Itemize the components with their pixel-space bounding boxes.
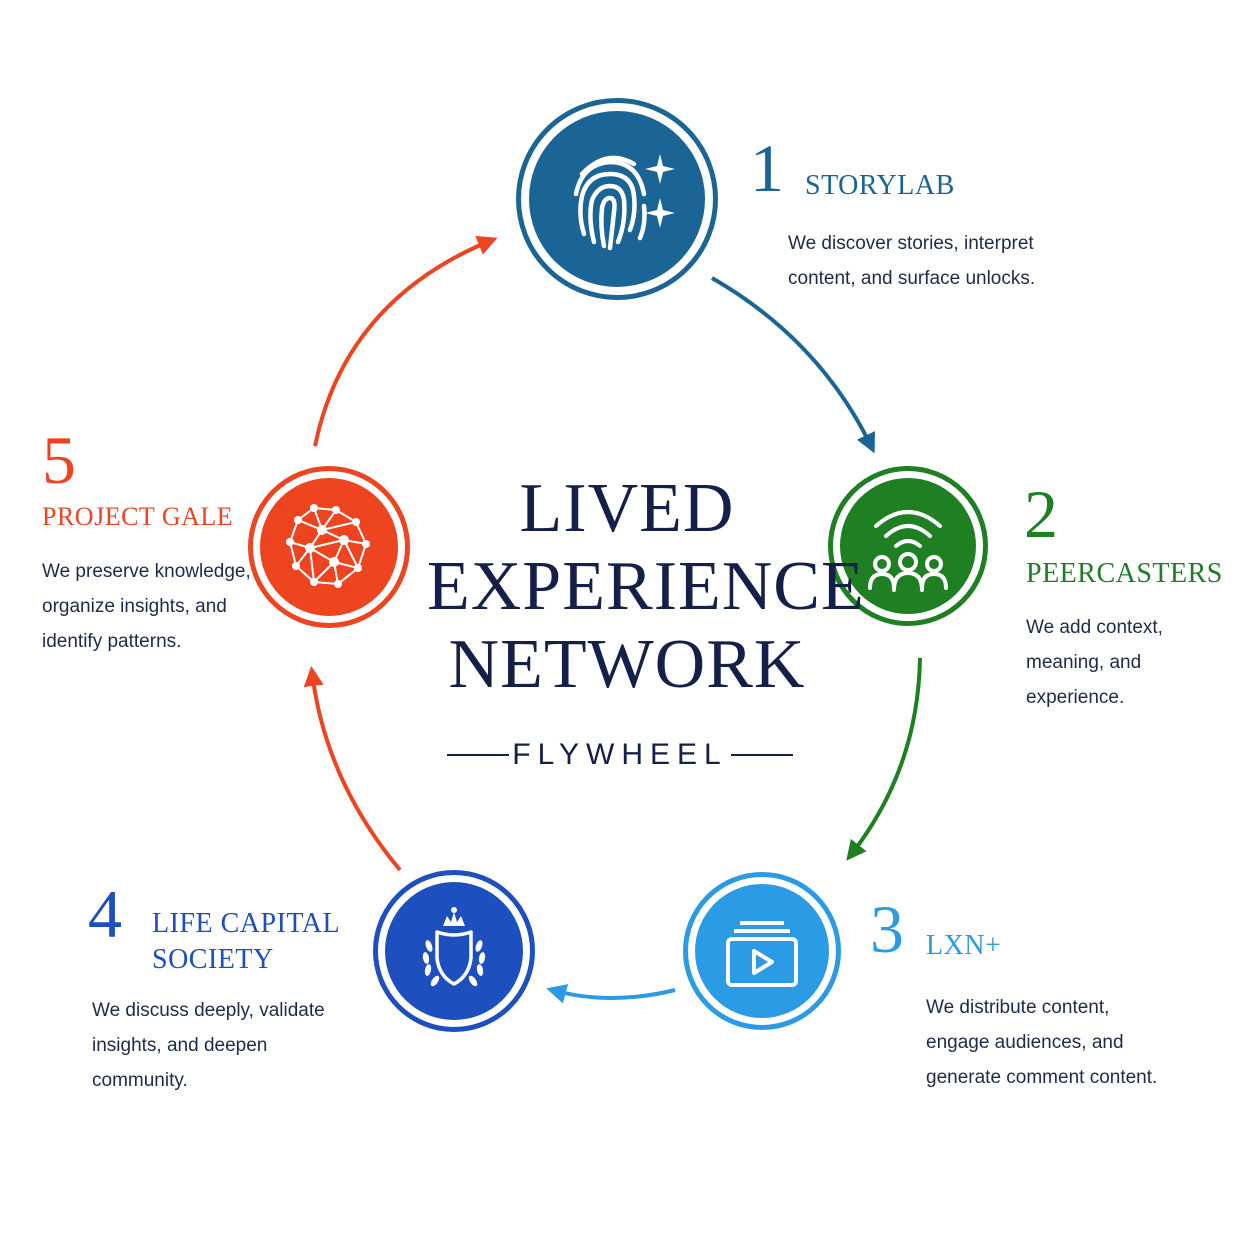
peercasters-node xyxy=(828,466,988,626)
step-2-title: PEERCASTERS xyxy=(1026,558,1223,589)
step-2-description: We add context, meaning, and experience. xyxy=(1026,610,1163,715)
project-gale-node xyxy=(248,466,410,628)
step-5-description-line-1: We preserve knowledge, xyxy=(42,561,251,582)
step-3-description: We distribute content, engage audiences,… xyxy=(926,990,1157,1095)
step-1-description-line-2: content, and surface unlocks. xyxy=(788,268,1036,289)
step-1-description: We discover stories, interpret content, … xyxy=(788,226,1035,296)
arrow-lifecapital-to-projectgale xyxy=(303,666,402,872)
step-5-description-line-3: identify patterns. xyxy=(42,631,182,652)
step-2-description-line-1: We add context, xyxy=(1026,617,1163,638)
step-1-number: 1 xyxy=(750,130,784,206)
subtitle-rule-left xyxy=(447,754,509,756)
crest-shield-icon xyxy=(422,907,486,987)
arrow-lxn-to-lifecapital xyxy=(546,984,676,1004)
broadcast-people-icon xyxy=(868,510,948,592)
arrow-peercasters-to-lxn xyxy=(846,657,922,861)
fingerprint-sparkle-icon xyxy=(573,154,675,251)
storylab-node xyxy=(516,98,718,300)
step-1-title: STORYLAB xyxy=(805,170,955,201)
step-5-description: We preserve knowledge, organize insights… xyxy=(42,554,251,659)
step-4-title-line-2: SOCIETY xyxy=(152,944,274,976)
step-2-number: 2 xyxy=(1024,476,1058,552)
subtitle-rule-right xyxy=(730,754,793,756)
step-3-description-line-2: engage audiences, and xyxy=(926,1032,1124,1053)
step-4-description: We discuss deeply, validate insights, an… xyxy=(92,993,325,1098)
step-2-description-line-3: experience. xyxy=(1026,687,1125,708)
main-title: LIVED EXPERIENCE NETWORK xyxy=(427,470,865,704)
step-4-title-line-1: LIFE CAPITAL xyxy=(152,908,341,939)
network-globe-icon xyxy=(286,504,370,588)
step-2-description-line-2: meaning, and xyxy=(1026,652,1142,673)
step-3-title: LXN+ xyxy=(926,930,1002,961)
step-5-description-line-2: organize insights, and xyxy=(42,596,227,617)
step-4-description-line-1: We discuss deeply, validate xyxy=(92,1000,325,1021)
subtitle-row: FLYWHEEL xyxy=(447,735,793,775)
step-4-description-line-3: community. xyxy=(92,1070,188,1091)
main-title-line-1: LIVED xyxy=(519,470,735,547)
lxn-node xyxy=(683,872,841,1030)
step-5-title: PROJECT GALE xyxy=(42,502,234,531)
step-4-number: 4 xyxy=(88,876,122,952)
video-library-icon xyxy=(726,921,798,987)
arrow-storylab-to-peercasters xyxy=(711,276,875,454)
arrow-projectgale-to-storylab xyxy=(313,236,498,447)
step-4-description-line-2: insights, and deepen xyxy=(92,1035,268,1056)
step-1-description-line-1: We discover stories, interpret xyxy=(788,233,1034,254)
step-3-description-line-1: We distribute content, xyxy=(926,997,1110,1018)
step-5-number: 5 xyxy=(42,422,76,498)
main-title-line-3: NETWORK xyxy=(448,626,806,703)
step-3-description-line-3: generate comment content. xyxy=(926,1067,1158,1088)
step-4-title: LIFE CAPITAL SOCIETY xyxy=(152,906,340,979)
life-capital-society-node xyxy=(373,870,535,1032)
subtitle: FLYWHEEL xyxy=(512,738,728,771)
step-3-number: 3 xyxy=(870,891,904,967)
main-title-line-2: EXPERIENCE xyxy=(427,548,865,625)
